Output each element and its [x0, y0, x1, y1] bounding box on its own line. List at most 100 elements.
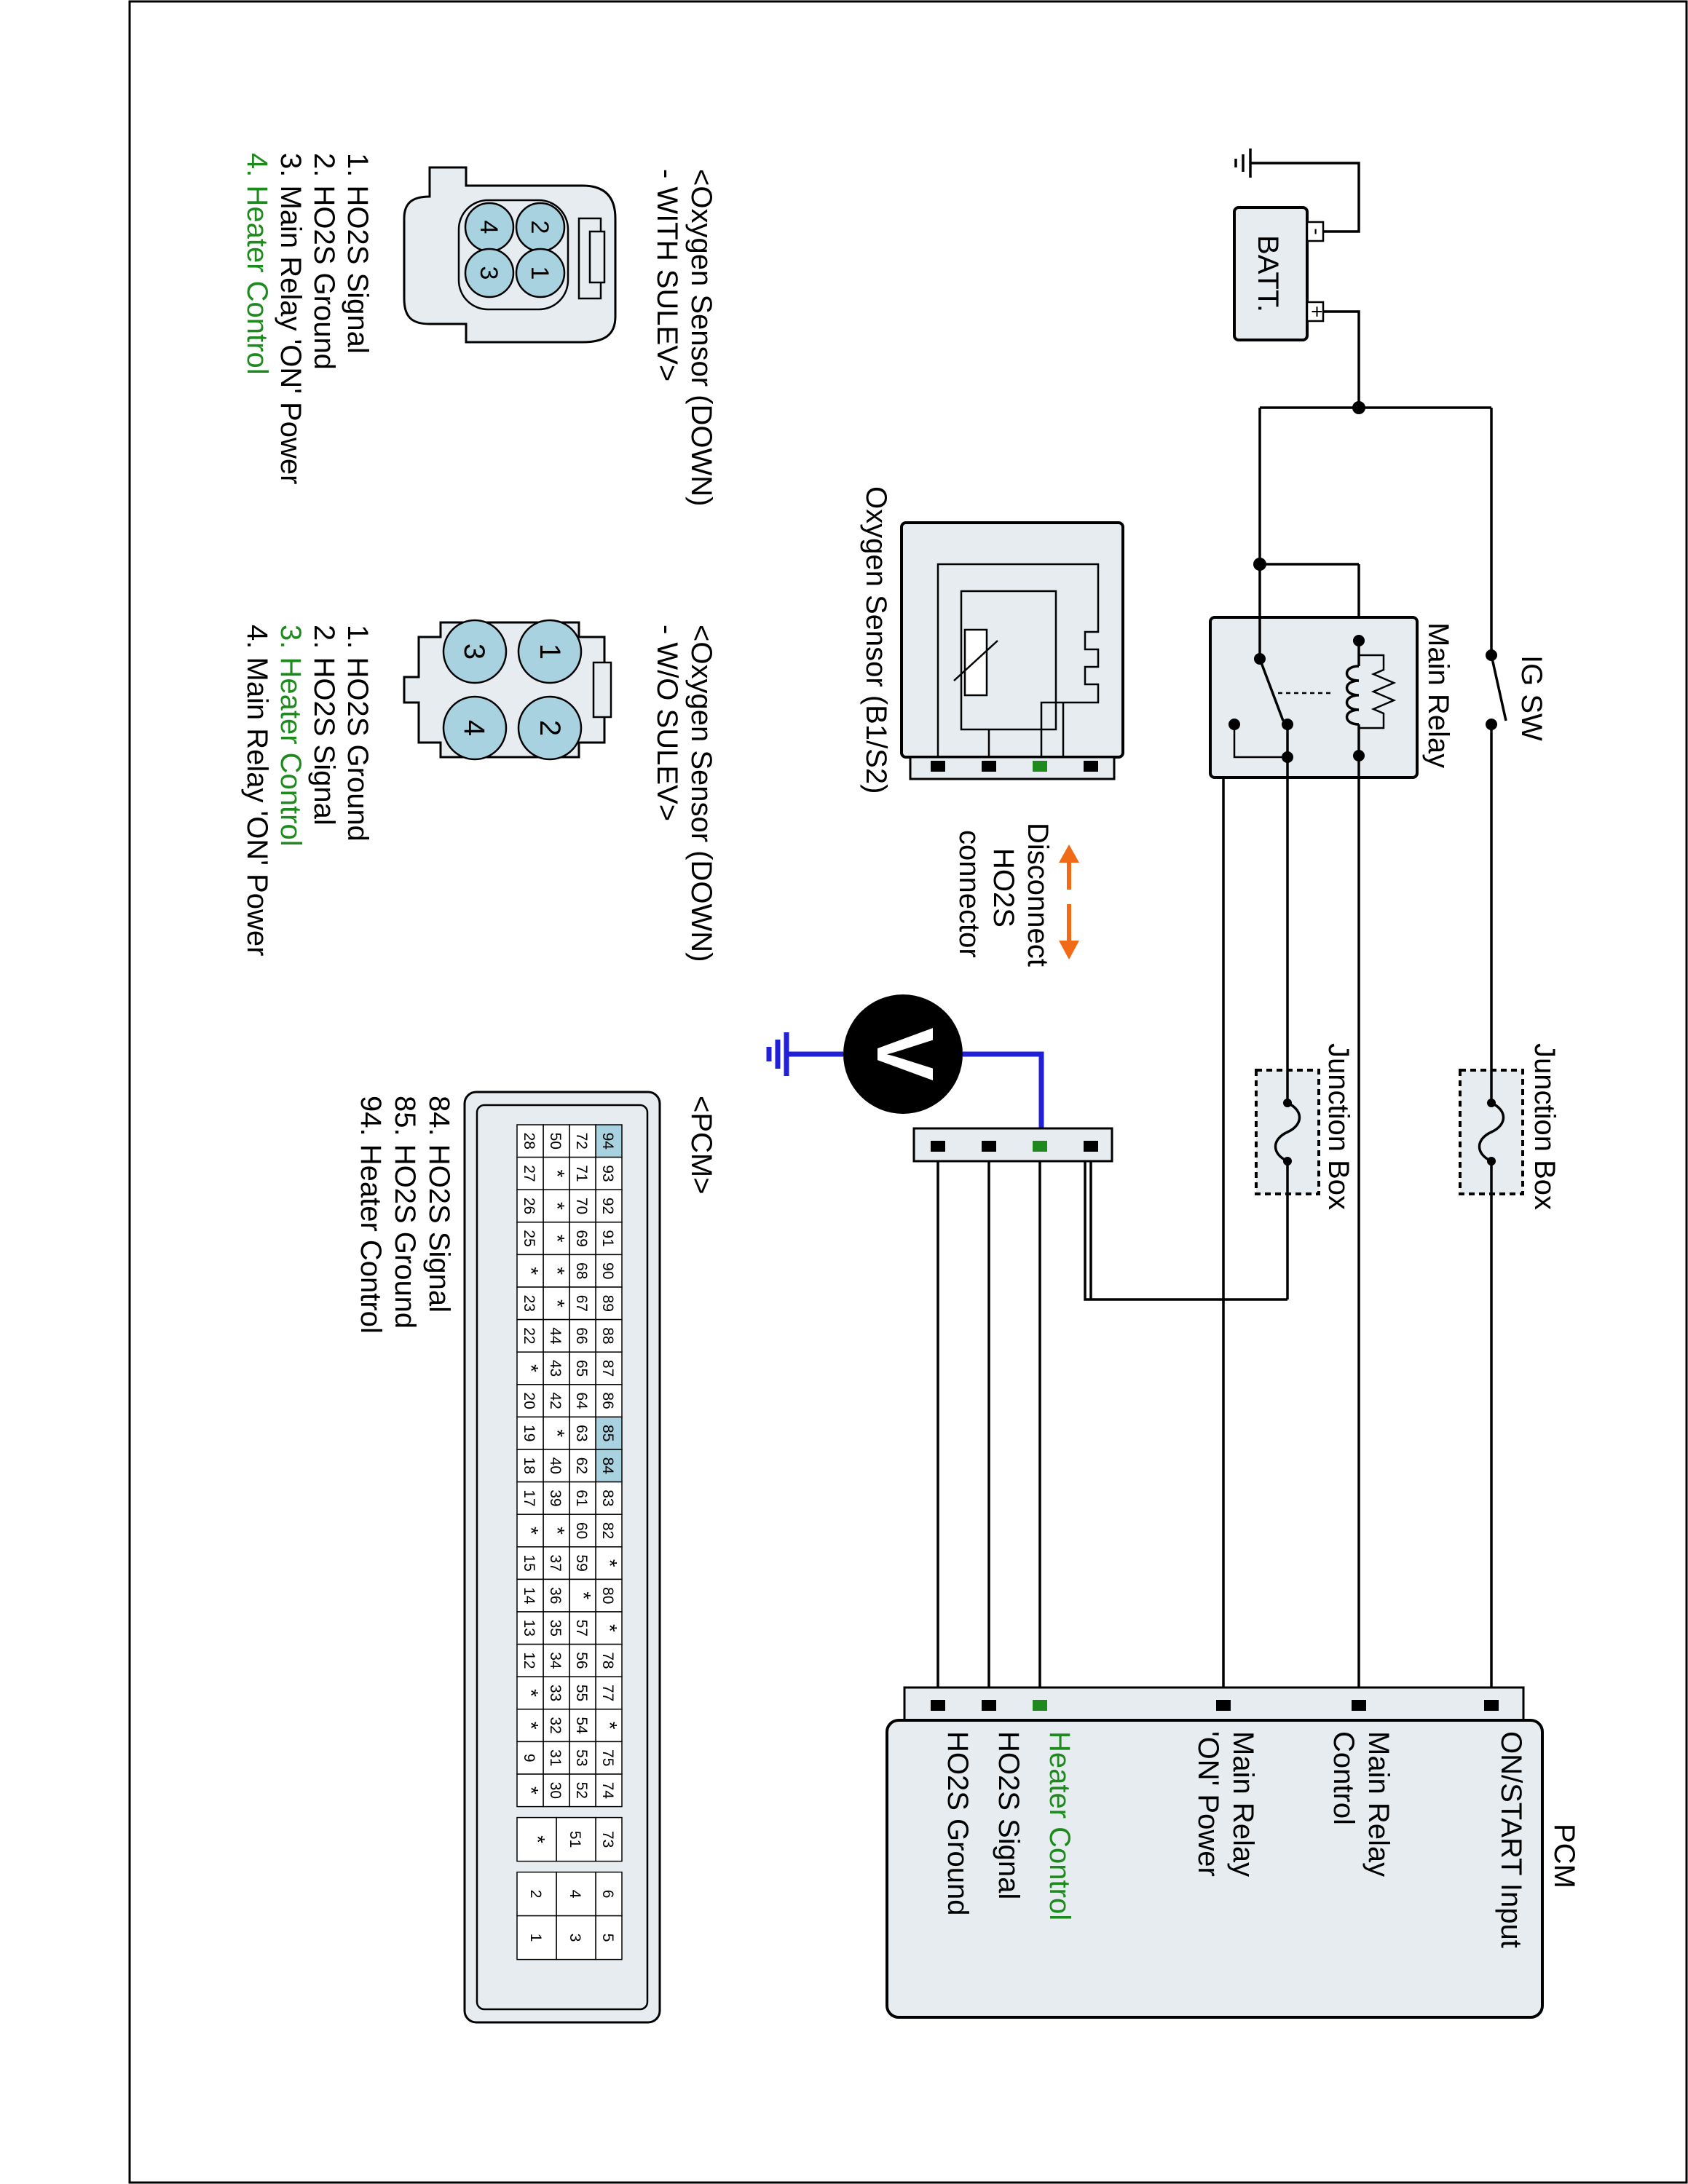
pcm-connector-pin-number: * [520, 1364, 543, 1372]
pcm-module: PCM [886, 1686, 1580, 2019]
pcm-connector-pin-cell [595, 1816, 623, 1862]
connector-with-sulev: <Oxygen Sensor (DOWN) - WITH SULEV> 2 1 … [403, 166, 717, 506]
pcm-connector-pin-number: 59 [573, 1554, 590, 1571]
pcm-connector-pin-number: 65 [573, 1360, 590, 1377]
pcm-connector-pin-number: * [546, 1202, 569, 1210]
pcm-connector-pin-number: 19 [521, 1425, 537, 1441]
pcm-connector-pin-number: 77 [599, 1685, 616, 1701]
pcm-connector-pin-number: 13 [521, 1620, 537, 1637]
ignition-switch: IG SW [1486, 649, 1547, 741]
pcm-connector-pin-cell [543, 1318, 570, 1353]
pcm-connector-pin-cell [516, 1611, 544, 1645]
pcm-connector-pin-number: 72 [573, 1133, 590, 1150]
pcm-connector-pin-cell [516, 1816, 557, 1862]
pcm-connector-pin-cell [543, 1286, 570, 1321]
pcm-connector-pin-cell [543, 1124, 570, 1158]
pcm-connector-pin-cell [556, 1816, 596, 1862]
pcm-connector-pin-cell [543, 1384, 570, 1418]
voltmeter-label: V [860, 1027, 950, 1080]
pcm-connector-pin-number: 68 [573, 1262, 590, 1279]
pcm-connector-pin-number: 71 [573, 1165, 590, 1182]
pcm-connector-pin-number: 52 [573, 1782, 590, 1799]
pcm-connector-pin-cell [569, 1286, 596, 1321]
pcm-connector-pin-number: 84 [599, 1457, 616, 1475]
svg-text:3: 3 [458, 644, 490, 660]
pcm-connector-pin-number: 12 [521, 1652, 537, 1669]
pcm-connector-pin-cell [516, 1481, 544, 1515]
pcm-connector-pin-number: * [546, 1235, 569, 1243]
svg-text:1: 1 [526, 266, 553, 280]
pcm-connector-pin-number: 3 [567, 1934, 583, 1942]
svg-text:connector: connector [953, 830, 985, 958]
pcm-connector-pin-cell [516, 1915, 557, 1961]
pcm-connector-pin-cell [595, 1709, 623, 1743]
pcm-connector-pin-number: * [599, 1722, 621, 1730]
oxygen-sensor: Oxygen Sensor (B1/S2) [860, 486, 1124, 794]
pcm-connector-pin-cell [516, 1254, 544, 1288]
pcm-connector-pin-number: 60 [573, 1522, 590, 1539]
pcm-connector-pin-number: * [546, 1429, 569, 1437]
pcm-pin-label: 'ON' Power [1192, 1731, 1224, 1877]
pcm-connector-pin-cell [516, 1546, 544, 1580]
pcm-connector-pin-number: 9 [521, 1754, 537, 1762]
pcm-connector-grid: 94939291908988878685848382*80*7877*75747… [516, 1124, 623, 1961]
pcm-connector-pin-number: 25 [521, 1230, 537, 1246]
pcm-connector-pin-number: 37 [547, 1554, 564, 1571]
pcm-connector-pin-cell [543, 1709, 570, 1743]
pcm-connector-pin-cell [543, 1611, 570, 1645]
pcm-connector-pin-cell [516, 1384, 544, 1418]
pin-list-item: 1. HO2S Ground [342, 625, 374, 842]
pcm-connector-pin-number: 6 [599, 1890, 616, 1899]
pcm-connector-pin-cell [595, 1481, 623, 1515]
pcm-connector-pin-number: 35 [547, 1620, 564, 1637]
pcm-connector-pin-number: 14 [521, 1587, 537, 1605]
svg-text:4: 4 [458, 720, 490, 736]
pcm-connector-pin-number: 15 [521, 1554, 537, 1571]
pcm-connector-pin-cell [516, 1741, 544, 1775]
battery-label: BATT. [1252, 235, 1284, 312]
pin-list-item: 3. Heater Control [275, 625, 307, 847]
junction-box-2-label: Junction Box [1322, 1043, 1354, 1210]
pcm-connector-pin-number: 74 [599, 1782, 616, 1800]
svg-text:1: 1 [534, 644, 566, 660]
harness-connector [912, 1127, 1113, 1163]
pcm-connector-pin-number: 82 [599, 1522, 616, 1539]
svg-text:4: 4 [475, 221, 502, 234]
pin-list-item: 1. HO2S Signal [342, 153, 374, 354]
junction-box-relay: Junction Box [1255, 1043, 1354, 1210]
pcm-connector-pin-number: 91 [599, 1230, 616, 1246]
pcm-connector-pin-number: 22 [521, 1327, 537, 1344]
svg-text:Disconnect: Disconnect [1022, 823, 1054, 967]
pcm-connector-pin-number: 80 [599, 1587, 616, 1604]
pcm-connector-pin-number: 43 [547, 1360, 564, 1377]
disconnect-arrow [1059, 844, 1079, 960]
pcm-connector-pin-number: 69 [573, 1230, 590, 1246]
battery-plus-label: + [1306, 306, 1328, 317]
pcm-connector-pin-item: 85. HO2S Ground [389, 1096, 421, 1329]
pcm-connector-pin-number: 33 [547, 1685, 564, 1701]
pcm-connector-pin-number: 27 [521, 1165, 537, 1182]
pcm-connector-pin-number: 18 [521, 1457, 537, 1474]
pcm-connector-pin-number: 64 [573, 1392, 590, 1409]
connector-wo-sulev: <Oxygen Sensor (DOWN) - W/O SULEV> 1 2 3… [403, 619, 717, 962]
pcm-connector-pin-cell [595, 1222, 623, 1256]
battery-minus-label: - [1306, 228, 1328, 234]
pcm-connector-pin-cell [595, 1318, 623, 1353]
ground-symbol-battery [1234, 149, 1360, 233]
pcm-pin-label: Main Relay [1362, 1731, 1395, 1877]
pcm-connector-pin-number: 73 [599, 1831, 616, 1848]
pcm-connector-pin-number: 92 [599, 1198, 616, 1214]
pcm-connector-pin-cell [516, 1189, 544, 1223]
pcm-connector-pin-number: * [520, 1527, 543, 1535]
pcm-connector-pin-number: 85 [599, 1425, 616, 1441]
pcm-connector-pin-cell [516, 1416, 544, 1450]
pcm-connector-pin-number: 93 [599, 1165, 616, 1182]
svg-text:HO2S: HO2S [987, 848, 1019, 927]
pcm-connector-pin-cell [543, 1773, 570, 1808]
pcm-connector-pin-cell [516, 1578, 544, 1613]
pcm-connector-pin-cell [595, 1416, 623, 1450]
